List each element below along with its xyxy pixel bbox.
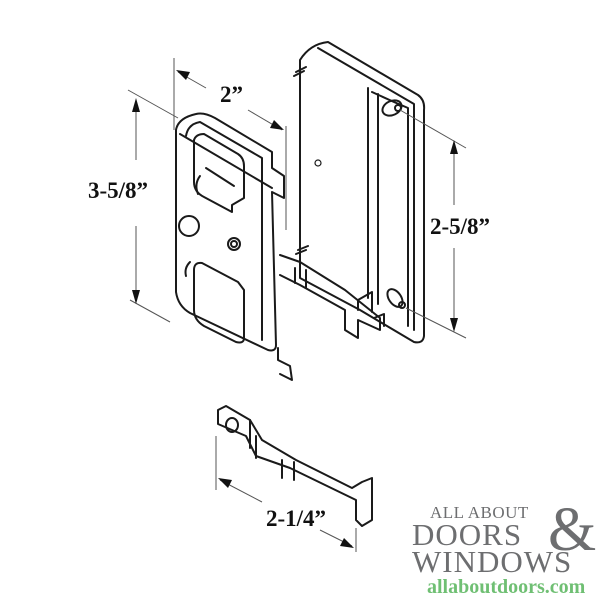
logo-ampersand: &	[548, 496, 597, 564]
dimension-hole-spacing-label: 2-5/8”	[430, 214, 491, 239]
logo-line1: ALL ABOUT	[430, 503, 529, 522]
latch-body	[175, 112, 293, 381]
logo-url: allaboutdoors.com	[427, 576, 586, 598]
logo-line2: DOORS	[412, 517, 523, 552]
dimension-width-label: 2”	[220, 82, 243, 107]
mounting-plate	[293, 41, 426, 344]
keeper	[217, 405, 373, 527]
dimension-keeper-length-label: 2-1/4”	[266, 506, 327, 531]
logo-line3: WINDOWS	[412, 544, 573, 579]
dimension-height-label: 3-5/8”	[88, 178, 149, 203]
connecting-arm	[279, 254, 381, 339]
